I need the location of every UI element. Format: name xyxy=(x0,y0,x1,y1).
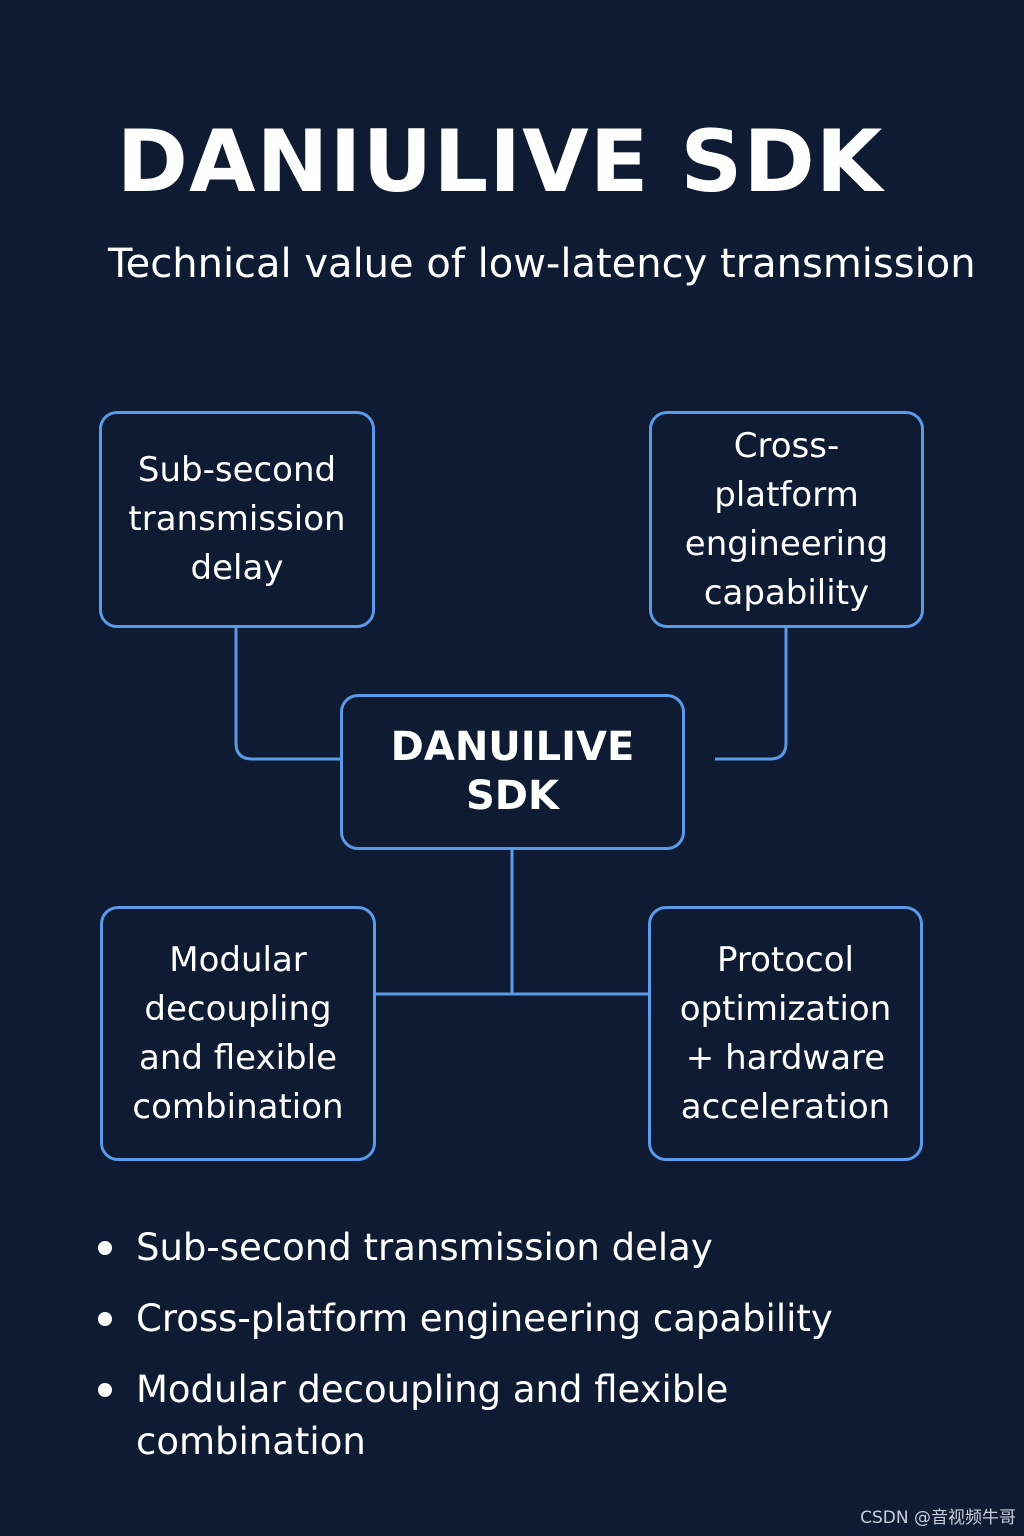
node-top-right: Cross-platform engineering capability xyxy=(649,411,924,628)
bullet-item: Cross-platform engineering capability xyxy=(96,1293,976,1345)
node-top-left-label: Sub-second transmission delay xyxy=(128,450,346,588)
bullet-dot-icon xyxy=(98,1383,112,1397)
bullet-dot-icon xyxy=(98,1241,112,1255)
node-top-right-label: Cross-platform engineering capability xyxy=(684,425,889,613)
watermark: CSDN @音视频牛哥 xyxy=(860,1508,1016,1528)
bullet-dot-icon xyxy=(98,1312,112,1326)
node-top-left: Sub-second transmission delay xyxy=(99,411,375,628)
bullet-text: Modular decoupling and flexible combinat… xyxy=(136,1368,729,1463)
bullet-text: Cross-platform engineering capability xyxy=(136,1297,833,1340)
bullet-text: Sub-second transmission delay xyxy=(136,1226,713,1269)
page-title: DANIULIVE SDK xyxy=(116,112,884,212)
connector-top-right xyxy=(715,628,788,761)
node-bottom-right: Protocol optimization + hardware acceler… xyxy=(648,906,923,1161)
connector-top-left xyxy=(234,628,342,761)
node-center-label: DANUILIVE SDK xyxy=(390,724,635,819)
page-subtitle: Technical value of low-latency transmiss… xyxy=(108,241,976,287)
node-bottom-left: Modular decoupling and flexible combinat… xyxy=(100,906,376,1161)
node-bottom-right-label: Protocol optimization + hardware acceler… xyxy=(679,939,892,1127)
node-bottom-left-label: Modular decoupling and flexible combinat… xyxy=(132,939,344,1127)
bullet-item: Modular decoupling and flexible combinat… xyxy=(96,1364,776,1468)
bullet-item: Sub-second transmission delay xyxy=(96,1222,976,1274)
bullet-list: Sub-second transmission delay Cross-plat… xyxy=(96,1222,976,1487)
node-center: DANUILIVE SDK xyxy=(340,694,685,850)
